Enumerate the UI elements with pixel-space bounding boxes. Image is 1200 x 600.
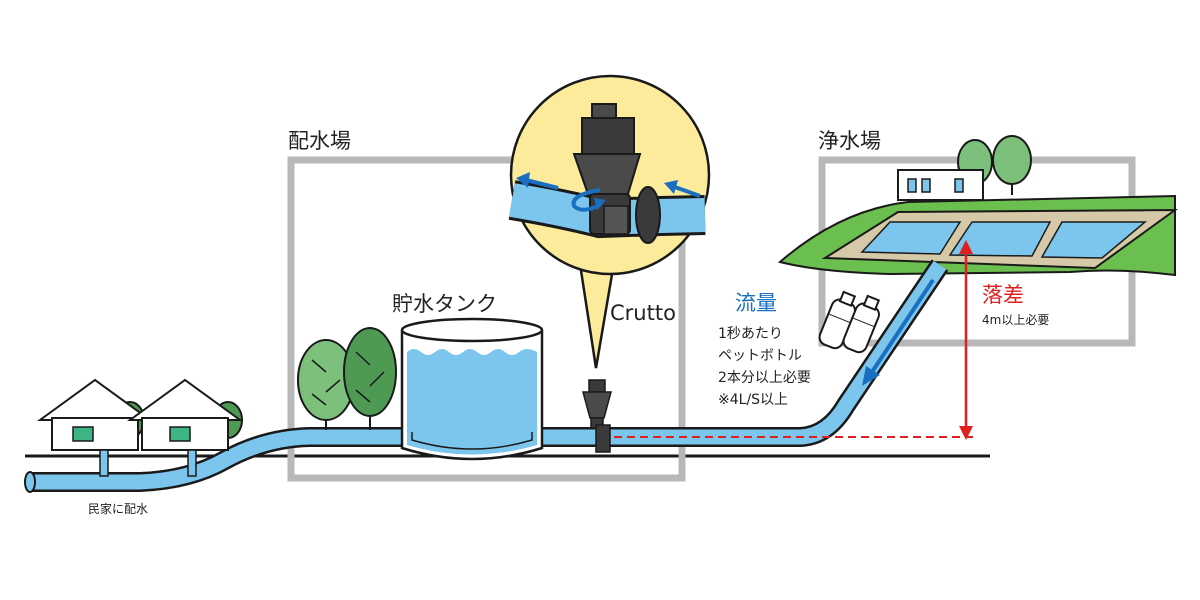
distribution-plant-frame: [287, 156, 686, 482]
building-icon: [897, 169, 984, 201]
distribution-plant-label: 配水場: [288, 129, 351, 153]
storage-tank: [400, 317, 544, 461]
settling-pond: [1040, 221, 1148, 259]
house-icon: [126, 378, 244, 477]
houses-label: 民家に配水: [88, 501, 148, 516]
flow-arrow-icon: [862, 278, 935, 386]
flow-line-1: 1秒あたり: [718, 326, 783, 342]
head-arrow: [959, 240, 973, 440]
head-note: 4m以上必要: [982, 313, 1049, 327]
device-zoom: [508, 103, 706, 244]
house-icon: [36, 378, 154, 477]
pet-bottle-icon: [818, 290, 857, 350]
device-label: Crutto: [610, 301, 676, 325]
flow-line-2: ペットボトル: [718, 348, 802, 364]
pipe-end-cap: [24, 471, 36, 493]
storage-tank-label: 貯水タンク: [392, 292, 497, 316]
purification-plant-label: 浄水場: [818, 129, 881, 153]
tree-icon: [992, 135, 1032, 195]
valve-icon: [582, 379, 612, 453]
flow-title: 流量: [735, 291, 777, 315]
tree-icon: [343, 327, 397, 430]
settling-pond: [948, 221, 1052, 257]
head-title: 落差: [982, 283, 1024, 307]
pet-bottle-icon: [842, 294, 881, 354]
flow-line-3: 2本分以上必要: [718, 370, 811, 386]
flow-line-4: ※4L/S以上: [718, 392, 788, 408]
settling-pond: [860, 221, 962, 255]
